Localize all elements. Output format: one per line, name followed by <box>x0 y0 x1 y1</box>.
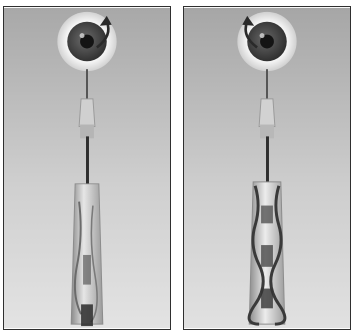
photo-panel-right <box>183 6 351 330</box>
eye-probe-photo-left <box>4 7 170 329</box>
photo-panel-left <box>3 6 171 330</box>
eye-probe-photo-right <box>184 7 350 329</box>
